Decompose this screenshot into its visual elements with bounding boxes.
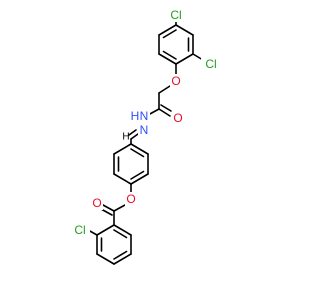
atom-label-o-carbonyl-bottom: O	[91, 196, 103, 210]
dichlorophenyl-ring	[158, 24, 194, 65]
atom-label-o-carbonyl-top: O	[172, 111, 184, 125]
bond	[113, 229, 128, 239]
bond	[96, 224, 115, 236]
bond	[162, 29, 177, 39]
bond	[113, 253, 132, 265]
cl-top-label: Cl	[170, 8, 181, 22]
bond	[130, 148, 145, 158]
o-carbonyl-bottom-label: O	[92, 196, 101, 210]
bond	[113, 250, 128, 260]
chlorophenyl-ring	[96, 224, 132, 265]
bond	[130, 173, 149, 185]
atom-label-n-imine: N	[138, 123, 150, 137]
imine-h-label: H	[122, 132, 129, 143]
bond	[162, 50, 177, 60]
cl-right-label: Cl	[205, 57, 216, 71]
cl-bottom-label: Cl	[74, 223, 85, 237]
bond	[130, 170, 145, 180]
bond	[175, 24, 194, 36]
atom-label-cl-right: Cl	[201, 57, 221, 71]
bond	[158, 53, 177, 65]
phenylene-ring	[113, 143, 149, 185]
atom-label-o-ester: O	[125, 192, 137, 206]
bond-n-ch	[128, 129, 137, 136]
bond	[175, 53, 194, 65]
bond-carbonyl	[160, 104, 172, 112]
bond-o-ester-c	[113, 204, 126, 212]
bond	[113, 224, 132, 236]
bond	[158, 24, 177, 36]
bond-n-ch	[130, 133, 139, 140]
bond-carbonyl	[158, 108, 171, 117]
n-imine-label: N	[140, 123, 149, 137]
o-ester-label: O	[126, 192, 135, 206]
bond-o-ch2	[158, 85, 171, 94]
nh-n-label: N	[140, 109, 149, 123]
o-ether-label: O	[171, 74, 180, 88]
bond	[113, 173, 132, 185]
bond	[96, 253, 115, 265]
atom-label-o-ether: O	[170, 74, 182, 88]
structure-diagram: Cl Cl O O N H N H O O Cl	[70, 8, 221, 265]
bond-ester-carbonyl	[102, 204, 115, 212]
nh-h-label: H	[131, 109, 140, 123]
bond	[130, 143, 149, 155]
molecule-canvas: Cl Cl O O N H N H O O Cl	[70, 8, 221, 265]
o-carbonyl-top-label: O	[173, 111, 182, 125]
atom-label-nh: N H	[131, 109, 150, 123]
atom-label-cl-bottom: Cl	[70, 223, 90, 237]
atom-label-cl-top: Cl	[166, 8, 186, 22]
bond	[113, 143, 132, 155]
